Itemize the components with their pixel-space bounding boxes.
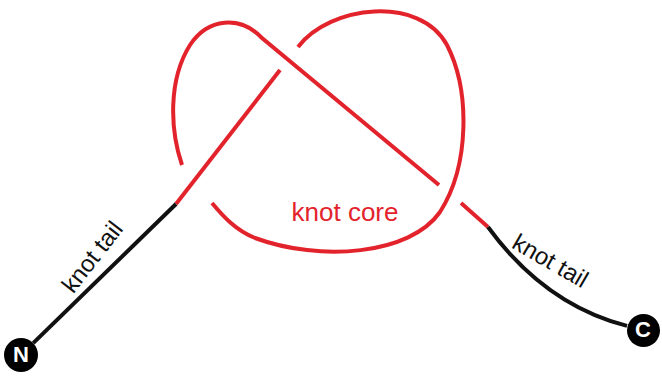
tail-label: knot tail (56, 215, 128, 297)
core-label: knot core (292, 197, 399, 227)
terminus-label: N (13, 344, 29, 366)
label-holder: knot tail (57, 217, 127, 297)
knot-strand (173, 23, 439, 185)
tail-label: knot tail (508, 228, 593, 293)
knot-strand (176, 70, 280, 204)
label-holder: knot tail (508, 229, 592, 291)
terminus-circle: N (4, 338, 38, 372)
terminus-label: C (635, 319, 651, 341)
knot-tail-line (33, 204, 176, 343)
knot-tail-line (488, 227, 627, 326)
terminus-circle: C (627, 314, 660, 347)
knot-strand (212, 11, 463, 251)
label-holder: knot core (292, 199, 399, 225)
knot-strand (461, 203, 488, 227)
